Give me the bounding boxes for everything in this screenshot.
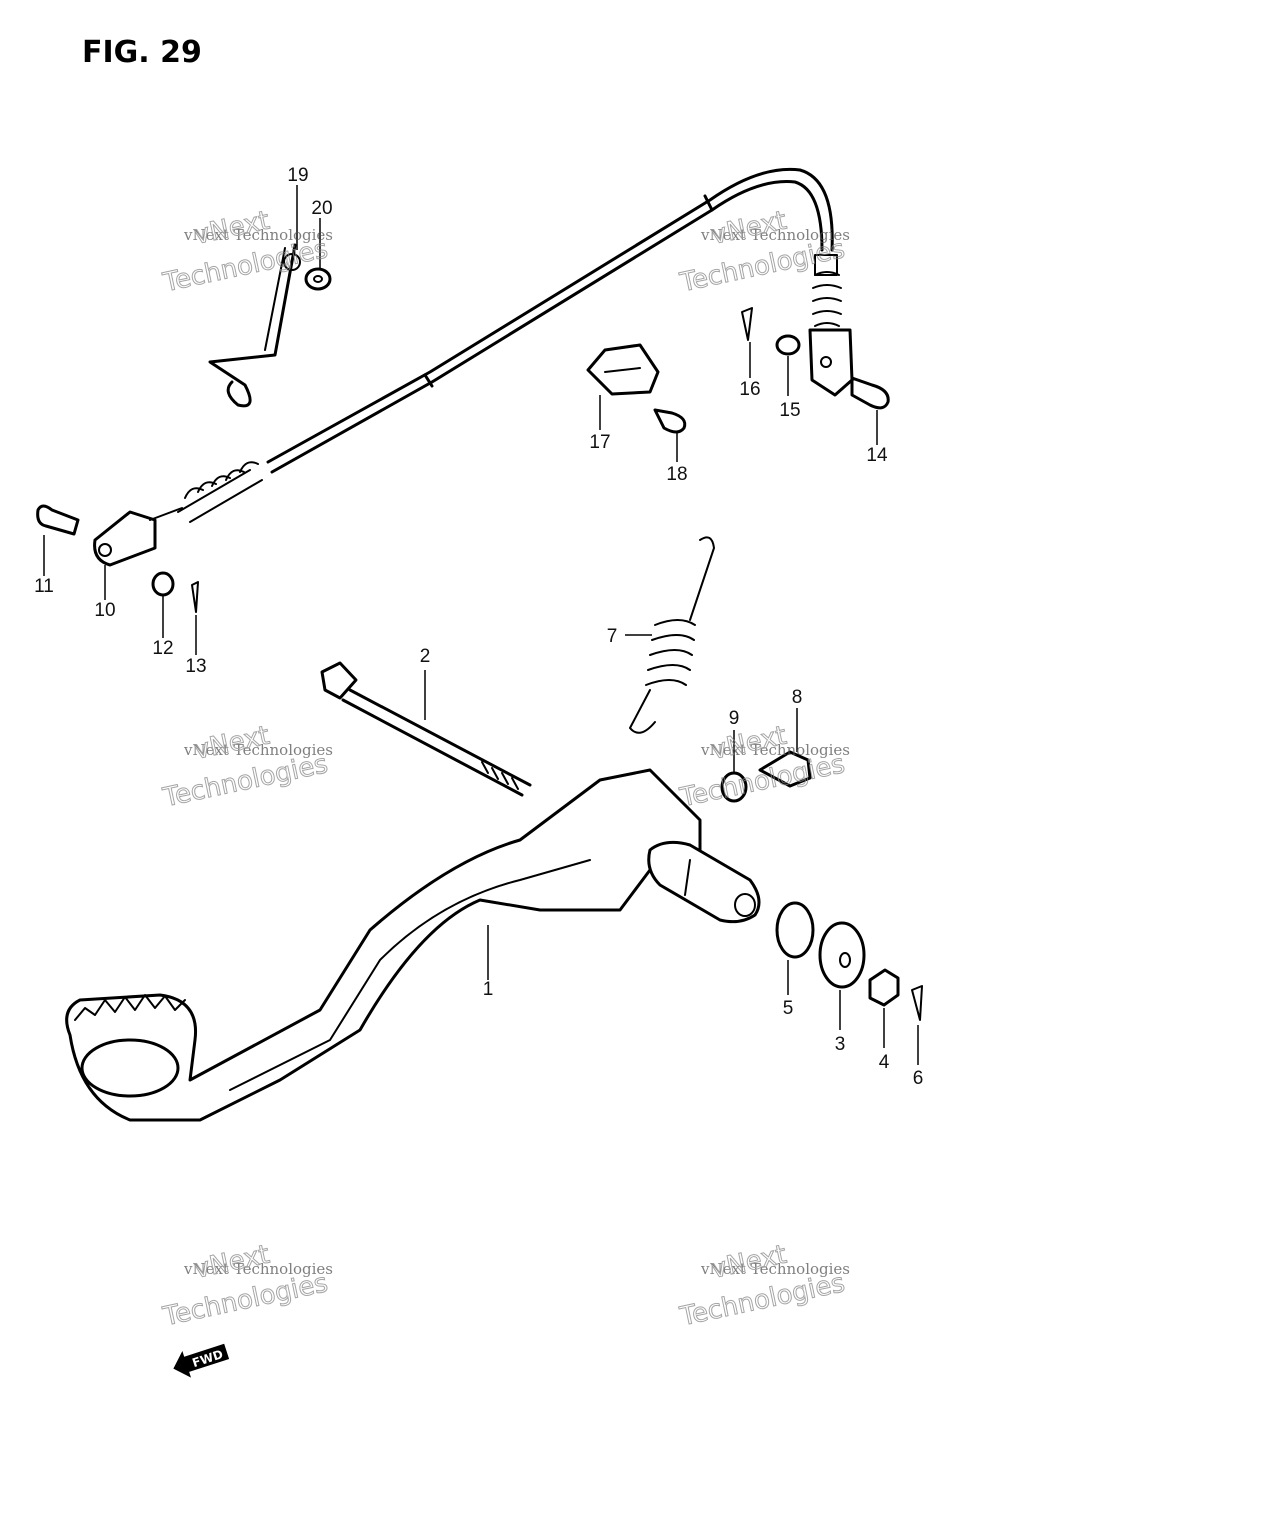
washer-3 bbox=[818, 921, 866, 989]
fwd-label: FWD bbox=[191, 1347, 225, 1370]
watermark-text: vNext Technologies bbox=[700, 226, 850, 244]
callout-3: 3 bbox=[835, 1034, 846, 1055]
watermark-text: vNext Technologies bbox=[183, 226, 333, 244]
callout-16: 16 bbox=[739, 379, 760, 400]
nut-4 bbox=[868, 968, 900, 1007]
callout-12: 12 bbox=[152, 638, 173, 659]
callout-7: 7 bbox=[607, 626, 618, 647]
callout-13: 13 bbox=[185, 656, 206, 677]
cotter-pin-16 bbox=[741, 307, 753, 341]
pin-11 bbox=[36, 504, 80, 536]
callout-labels: 1 2 3 4 5 6 7 8 9 10 11 12 13 14 15 16 1… bbox=[34, 165, 923, 1089]
watermark-bottom-left: vNext Technologies vNext Technologies bbox=[159, 1239, 333, 1333]
callout-17: 17 bbox=[589, 432, 610, 453]
callout-20: 20 bbox=[311, 198, 332, 219]
callout-11: 11 bbox=[34, 576, 54, 597]
watermark-bottom-right: vNext Technologies vNext Technologies bbox=[676, 1239, 850, 1333]
callout-5: 5 bbox=[783, 998, 794, 1019]
callout-10: 10 bbox=[94, 600, 115, 621]
brake-cable bbox=[93, 167, 854, 567]
figure-title: FIG. 29 bbox=[82, 35, 202, 70]
watermark-logo: vNext bbox=[192, 721, 273, 766]
screw-18 bbox=[653, 408, 687, 434]
watermark-text: vNext Technologies bbox=[183, 1260, 333, 1278]
fwd-arrow-icon: FWD bbox=[173, 1343, 230, 1378]
watermark-text: vNext Technologies bbox=[183, 741, 333, 759]
brake-pedal bbox=[65, 768, 761, 1122]
callout-18: 18 bbox=[666, 464, 687, 485]
watermark-logo: vNext bbox=[192, 1240, 273, 1285]
watermark-logo: vNext bbox=[192, 206, 273, 251]
callout-1: 1 bbox=[483, 979, 494, 1000]
watermark-text: vNext Technologies bbox=[700, 1260, 850, 1278]
callout-9: 9 bbox=[729, 708, 740, 729]
circlip-5 bbox=[775, 901, 815, 959]
callout-8: 8 bbox=[792, 687, 803, 708]
cotter-pin-6 bbox=[911, 985, 923, 1021]
washer-12 bbox=[151, 571, 175, 597]
leader-lines bbox=[43, 185, 919, 1065]
watermark-text: vNext Technologies bbox=[700, 741, 850, 759]
nut-9 bbox=[720, 771, 748, 803]
callout-6: 6 bbox=[913, 1068, 924, 1089]
pin-14 bbox=[850, 376, 890, 410]
callout-4: 4 bbox=[879, 1052, 890, 1073]
callout-19: 19 bbox=[287, 165, 308, 186]
return-spring bbox=[629, 536, 715, 734]
bolt-8 bbox=[758, 750, 812, 788]
watermark-mid-right: vNext Technologies vNext Technologies bbox=[676, 720, 850, 814]
watermark-logo: vNext bbox=[709, 1240, 790, 1285]
washer-15 bbox=[775, 334, 801, 356]
watermark-mid-left: vNext Technologies vNext Technologies bbox=[159, 720, 333, 814]
watermark-logo: vNext bbox=[709, 206, 790, 251]
cotter-pin-13 bbox=[191, 581, 199, 613]
callout-15: 15 bbox=[779, 400, 800, 421]
brake-rod bbox=[208, 243, 297, 408]
pivot-bolt bbox=[320, 661, 532, 797]
callout-14: 14 bbox=[866, 445, 888, 466]
watermark-top-right: vNext Technologies vNext Technologies bbox=[676, 205, 850, 299]
callout-2: 2 bbox=[420, 646, 431, 667]
washer-20 bbox=[304, 267, 332, 291]
